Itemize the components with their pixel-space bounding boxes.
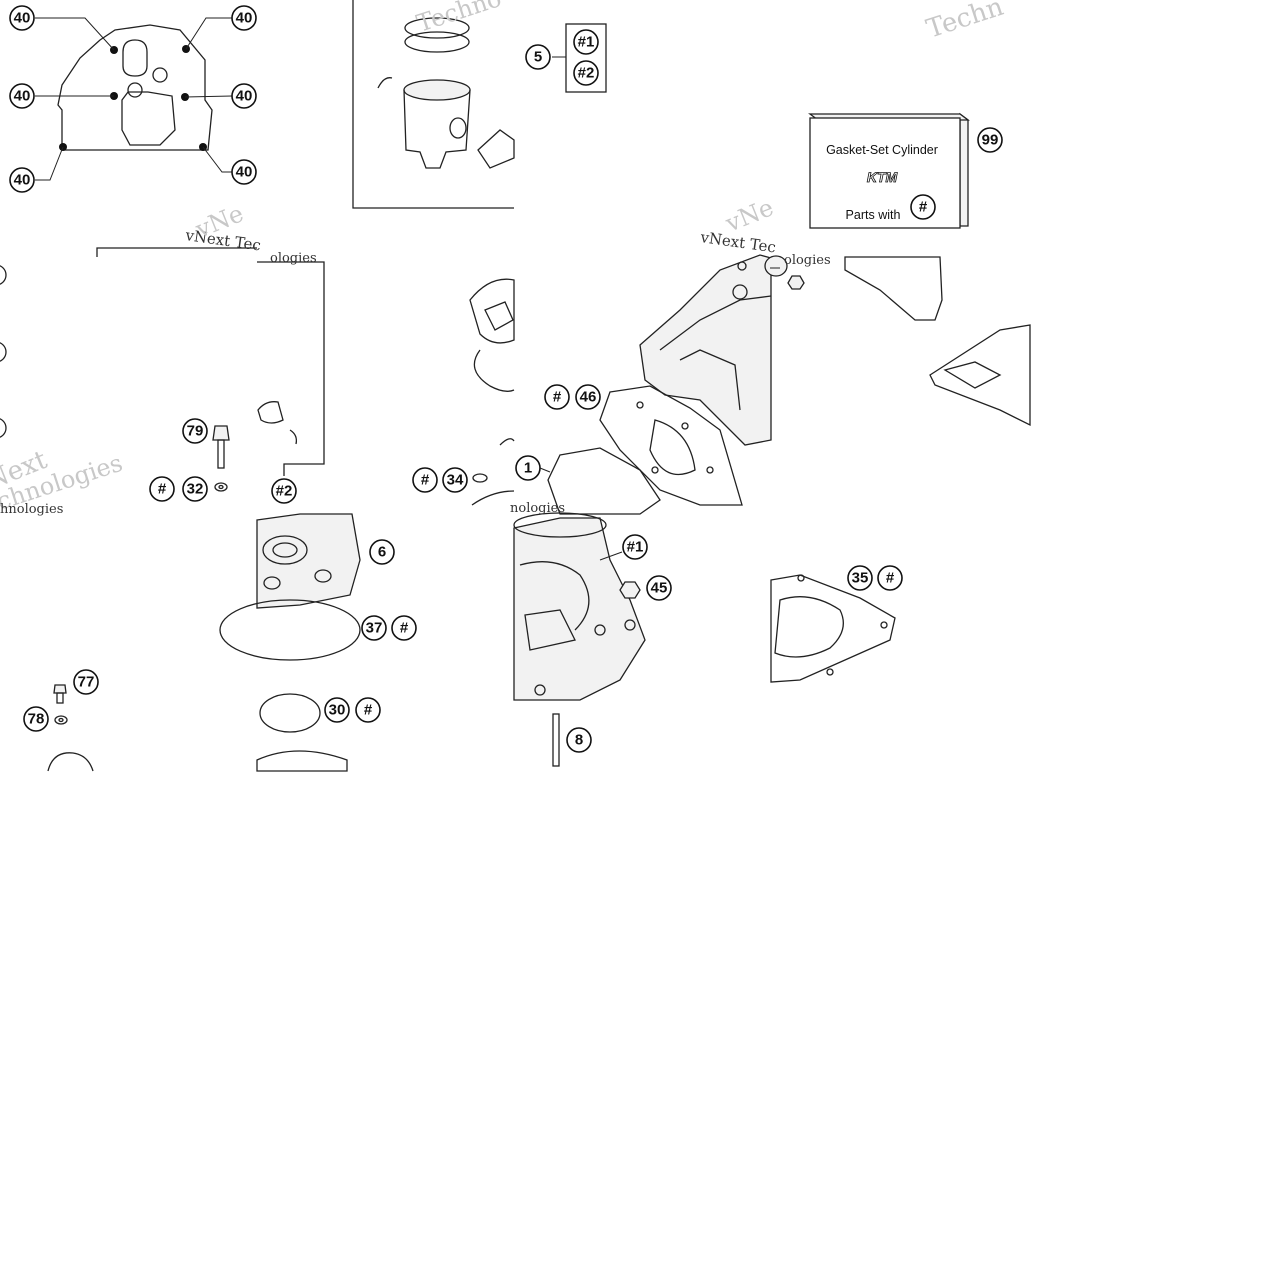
watermark-text: vNe <box>721 193 778 238</box>
callout-40: 40 <box>9 167 35 193</box>
svg-text:37: 37 <box>366 620 383 637</box>
svg-text:99: 99 <box>982 132 999 149</box>
callout-5: 5 <box>525 44 551 70</box>
callout-piston-ref-1: #1 <box>573 29 599 55</box>
svg-text:32: 32 <box>187 481 204 498</box>
svg-text:#1: #1 <box>627 539 644 556</box>
callout-99: 99 <box>977 127 1003 153</box>
callout-hash: # <box>391 615 417 641</box>
callout-6: 6 <box>369 539 395 565</box>
base-gasket-diagram <box>770 574 896 683</box>
svg-text:#: # <box>919 199 928 216</box>
base-plate-diagram <box>35 17 233 181</box>
callout-79: 79 <box>182 418 208 444</box>
svg-text:40: 40 <box>236 10 253 27</box>
svg-text:79: 79 <box>187 423 204 440</box>
svg-text:#: # <box>553 389 562 406</box>
callout-hash: # <box>412 467 438 493</box>
svg-text:#2: #2 <box>578 65 595 82</box>
svg-text:#: # <box>400 620 409 637</box>
svg-text:#: # <box>364 702 373 719</box>
callout-40: 40 <box>231 83 257 109</box>
svg-text:1: 1 <box>524 460 532 477</box>
cylinder-housing-diagram <box>547 254 772 515</box>
gasket-box-badge: # <box>910 194 936 220</box>
svg-text:40: 40 <box>14 88 31 105</box>
callout-piston-ref-2: #2 <box>271 478 297 504</box>
svg-text:6: 6 <box>378 544 386 561</box>
svg-text:8: 8 <box>575 732 583 749</box>
callout-hash: # <box>544 384 570 410</box>
svg-text:30: 30 <box>329 702 346 719</box>
svg-text:46: 46 <box>580 389 597 406</box>
svg-text:#1: #1 <box>578 34 595 51</box>
svg-text:34: 34 <box>447 472 464 489</box>
cylinder-head-diagram <box>219 513 361 772</box>
svg-text:45: 45 <box>651 580 668 597</box>
callout-8: 8 <box>566 727 592 753</box>
fasteners-diagram <box>0 247 257 492</box>
small-bolts-diagram <box>47 684 94 772</box>
callout-78: 78 <box>23 706 49 732</box>
svg-text:#: # <box>421 472 430 489</box>
watermark-text: Techn <box>923 0 1007 45</box>
svg-text:40: 40 <box>14 172 31 189</box>
piston-kit-diagram <box>352 0 607 209</box>
callout-40: 40 <box>9 5 35 31</box>
callout-32: 32 <box>182 476 208 502</box>
svg-text:40: 40 <box>236 88 253 105</box>
callout-35: 35 <box>847 565 873 591</box>
svg-text:77: 77 <box>78 674 95 691</box>
svg-text:#: # <box>158 481 167 498</box>
watermark-text: Techno <box>413 0 505 38</box>
callout-45: 45 <box>646 575 672 601</box>
callout-37: 37 <box>361 615 387 641</box>
callout-40: 40 <box>9 83 35 109</box>
svg-text:#2: #2 <box>276 483 293 500</box>
callout-1: 1 <box>515 455 541 481</box>
gasket-set-box: Gasket-Set Cylinder KTM Parts with # <box>808 112 970 229</box>
svg-text:35: 35 <box>852 570 869 587</box>
watermark: vNext Tec vNext Tec Techno Techn vNe vNe… <box>0 0 1007 517</box>
callout-40: 40 <box>231 159 257 185</box>
callout-46: 46 <box>575 384 601 410</box>
callout-piston-ref-2: #2 <box>573 60 599 86</box>
svg-text:40: 40 <box>14 10 31 27</box>
gasket-box-footer: Parts with <box>846 208 901 222</box>
gaskets-right-diagram <box>764 255 1031 427</box>
svg-text:40: 40 <box>236 164 253 181</box>
svg-text:78: 78 <box>28 711 45 728</box>
svg-text:5: 5 <box>534 49 542 66</box>
callout-hash: # <box>877 565 903 591</box>
callout-piston-ref-1: #1 <box>622 534 648 560</box>
watermark-text: ologies <box>270 251 317 266</box>
callout-hash: # <box>149 476 175 502</box>
callout-30: 30 <box>324 697 350 723</box>
watermark-text: ologies <box>784 253 831 268</box>
ktm-logo: KTM <box>867 169 898 185</box>
callout-hash: # <box>355 697 381 723</box>
callout-77: 77 <box>73 669 99 695</box>
exhaust-valve-diagram <box>257 261 515 506</box>
cylinder-body-diagram <box>513 512 646 767</box>
callout-40: 40 <box>231 5 257 31</box>
watermark-text: nologies <box>510 501 565 516</box>
gasket-box-title: Gasket-Set Cylinder <box>826 143 938 157</box>
svg-text:#: # <box>886 570 895 587</box>
watermark-text: hnologies <box>0 502 63 517</box>
callout-34: 34 <box>442 467 468 493</box>
